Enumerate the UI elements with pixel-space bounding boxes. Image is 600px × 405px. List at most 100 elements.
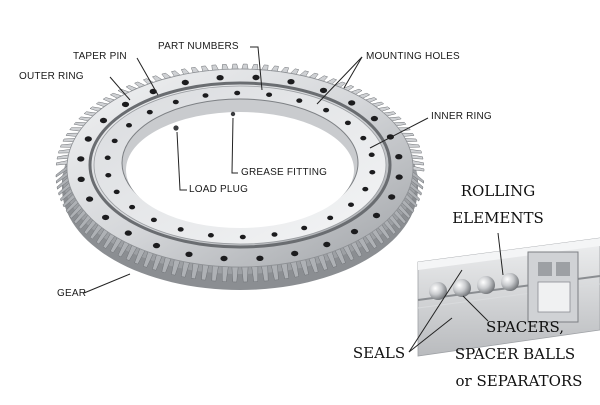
gear-tooth: [56, 154, 69, 160]
gear-tooth: [251, 64, 259, 70]
gear-tooth: [231, 63, 239, 70]
inner-mounting-hole: [362, 186, 369, 192]
outer-mounting-hole: [395, 154, 403, 160]
inner-mounting-hole: [150, 217, 157, 223]
inner-mounting-hole: [323, 107, 330, 113]
leader-outer-ring: [109, 76, 131, 101]
outer-mounting-hole: [77, 156, 85, 162]
inner-mounting-hole: [111, 138, 118, 144]
leader-rolling-elements: [497, 232, 504, 276]
inner-mounting-hole: [360, 135, 367, 141]
label-gear: GEAR: [57, 288, 87, 299]
outer-mounting-holes: [77, 74, 403, 262]
label-load-plug: LOAD PLUG: [189, 184, 249, 195]
inner-mounting-hole: [172, 99, 179, 105]
leader-lines: [83, 46, 504, 353]
inner-mounting-hole: [126, 123, 132, 128]
inner-mounting-hole: [368, 152, 375, 158]
outer-mounting-hole: [252, 74, 260, 81]
inner-mounting-hole: [129, 204, 136, 210]
gear-tooth: [241, 63, 249, 70]
label-outer-ring: OUTER RING: [19, 71, 84, 82]
gear-tooth: [59, 143, 73, 148]
outer-mounting-hole: [216, 75, 224, 81]
outer-mounting-hole: [84, 136, 92, 142]
leader-spacers: [462, 295, 489, 322]
label-rolling: ROLLING: [460, 182, 536, 200]
inner-mounting-hole: [344, 120, 351, 126]
inner-mounting-hole: [348, 202, 354, 207]
outer-mounting-hole: [350, 228, 359, 235]
label-mounting-holes: MOUNTING HOLES: [366, 51, 460, 62]
outer-mounting-hole: [256, 255, 264, 261]
label-seals: SEALS: [352, 344, 406, 362]
label-elements: ELEMENTS: [452, 209, 544, 227]
outer-mounting-hole: [124, 230, 132, 236]
gear-tooth: [221, 64, 229, 70]
outer-mounting-hole: [102, 214, 110, 221]
label-inner-ring: INNER RING: [431, 111, 492, 122]
outer-mounting-hole: [319, 87, 328, 94]
outer-mounting-hole: [220, 255, 228, 262]
label-grease-fitting: GREASE FITTING: [241, 167, 328, 178]
leader-load-plug: [176, 131, 187, 191]
inner-mounting-hole: [301, 225, 308, 231]
leader-gear: [83, 273, 131, 294]
inner-mounting-hole: [239, 234, 246, 240]
label-taper-pin: TAPER PIN: [73, 51, 127, 62]
inner-mounting-hole: [296, 98, 303, 103]
rolling-ball: [429, 282, 447, 300]
outer-mounting-hole: [77, 176, 85, 182]
load-plug-mark: [173, 125, 179, 131]
outer-mounting-hole: [86, 196, 94, 202]
inner-mounting-hole: [207, 233, 214, 238]
outer-mounting-hole: [152, 242, 161, 249]
rolling-ball: [477, 276, 495, 294]
gear-side-face: [62, 172, 418, 290]
gear-teeth: [55, 63, 425, 283]
inner-mounting-hole: [327, 215, 334, 221]
gear-tooth: [412, 160, 425, 166]
leader-mounting-holes-2: [316, 56, 363, 105]
grease-fitting-mark: [230, 111, 236, 117]
outer-mounting-hole: [121, 101, 130, 108]
inner-mounting-hole: [234, 90, 241, 96]
inner-mounting-hole: [105, 172, 112, 178]
gear-tooth: [55, 160, 68, 166]
outer-mounting-hole: [185, 251, 193, 257]
outer-mounting-hole: [388, 194, 396, 200]
inner-mounting-hole: [177, 227, 184, 232]
leader-taper-pin: [136, 57, 159, 96]
inner-mounting-hole: [113, 189, 120, 195]
gear-tooth: [409, 149, 422, 154]
cross-section-detail: [417, 237, 600, 357]
outer-mounting-hole: [181, 79, 189, 86]
gear-tooth: [407, 143, 421, 148]
label-spacer-balls: SPACER BALLS: [454, 345, 576, 363]
inner-mounting-hole: [104, 155, 111, 161]
gear-tooth: [58, 149, 71, 154]
bore-opening: [126, 112, 354, 228]
outer-mounting-hole: [99, 117, 108, 124]
leader-grease-fitting: [231, 117, 238, 174]
label-separators: or SEPARATORS: [455, 372, 583, 390]
leader-part-numbers: [250, 46, 263, 91]
leader-inner-ring: [369, 117, 429, 149]
rolling-ball: [453, 279, 471, 297]
outer-mounting-hole: [291, 250, 299, 257]
inner-mounting-hole: [369, 169, 376, 175]
label-part-numbers: PART NUMBERS: [158, 41, 239, 52]
inner-mounting-hole: [202, 93, 209, 98]
inner-mounting-hole: [271, 232, 278, 237]
outer-mounting-hole: [370, 115, 378, 122]
gear-tooth: [411, 154, 424, 160]
outer-mounting-hole: [372, 212, 381, 219]
inner-mounting-holes: [104, 90, 376, 240]
label-spacers: SPACERS,: [485, 318, 565, 336]
inner-mounting-hole: [266, 92, 273, 97]
outer-mounting-hole: [395, 174, 403, 180]
outer-mounting-hole: [287, 79, 295, 85]
leader-seals-2: [408, 317, 453, 353]
